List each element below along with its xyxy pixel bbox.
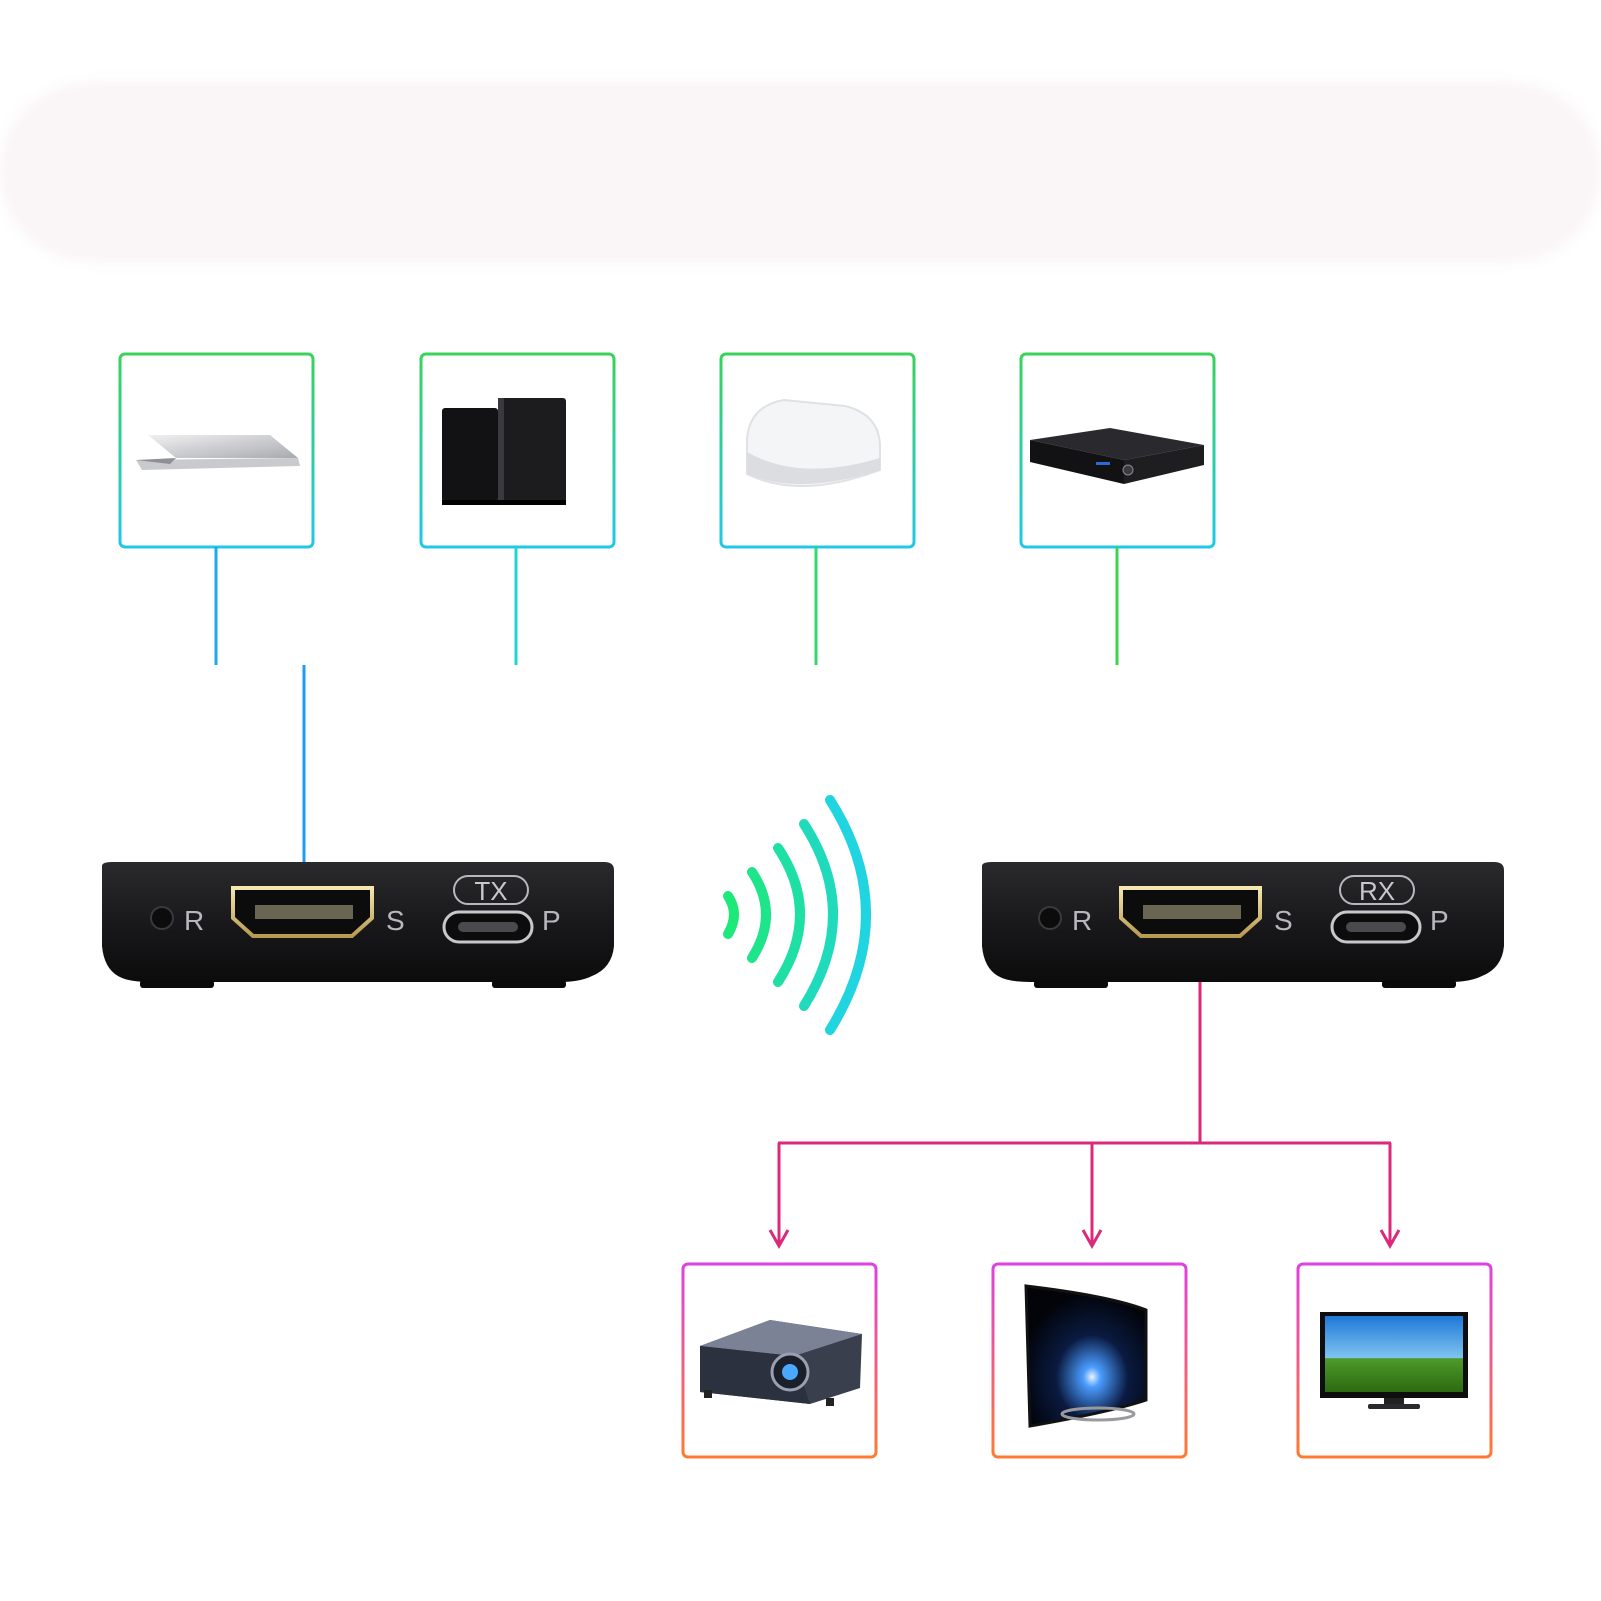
transmitter-device: R S TX P — [102, 862, 614, 988]
display-box-projector — [681, 1262, 878, 1459]
source-bus — [214, 547, 1119, 892]
projector-icon — [700, 1320, 862, 1406]
dvd-player-icon — [1030, 428, 1204, 484]
tv-box-icon — [746, 398, 881, 487]
display-bus — [768, 982, 1401, 1250]
tx-badge: TX — [453, 875, 529, 906]
rx-badge-text: RX — [1359, 876, 1395, 906]
source-box-laptop — [118, 352, 315, 549]
rx-hdmi-port — [1119, 886, 1262, 938]
receiver-device: R S RX P — [982, 862, 1504, 988]
game-console-icon — [442, 398, 566, 505]
header-banner — [0, 82, 1601, 262]
source-box-dvd-player — [1019, 352, 1216, 549]
tx-reset-hole — [150, 906, 174, 930]
tx-power-label: P — [542, 905, 561, 936]
tx-reset-label: R — [184, 905, 204, 936]
flat-tv-icon — [1320, 1312, 1468, 1409]
source-box-tv-box — [719, 352, 916, 549]
curved-tv-icon — [1024, 1284, 1148, 1428]
rx-hdmi-label: S — [1274, 905, 1293, 936]
rx-reset-hole — [1038, 906, 1062, 930]
laptop-icon — [136, 435, 300, 470]
tx-usb-c-port — [442, 910, 534, 944]
rx-power-label: P — [1430, 905, 1449, 936]
rx-badge: RX — [1339, 875, 1415, 906]
tx-badge-text: TX — [474, 876, 507, 906]
rx-usb-c-port — [1330, 910, 1422, 944]
rx-reset-label: R — [1072, 905, 1092, 936]
display-box-curved-tv — [991, 1262, 1188, 1459]
source-box-game-console — [419, 352, 616, 549]
display-box-flat-tv — [1296, 1262, 1493, 1459]
wireless-signal-icon — [723, 795, 871, 1035]
tx-hdmi-port — [231, 886, 374, 938]
tx-hdmi-label: S — [386, 905, 405, 936]
